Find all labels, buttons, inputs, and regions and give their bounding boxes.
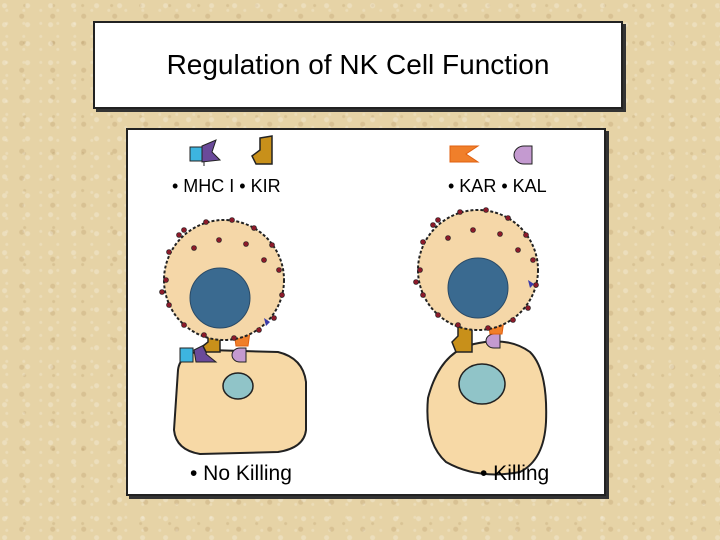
outcome-killing: • Killing: [480, 462, 550, 485]
nk-cell-left: [159, 217, 285, 341]
legend-right-label: • KAR • KAL: [448, 176, 547, 196]
legend-kar-icon: [449, 145, 480, 163]
legend-kal-icon: [513, 145, 533, 165]
slide-title: Regulation of NK Cell Function: [166, 49, 550, 80]
nk-cell-right: [413, 207, 539, 331]
diagram-panel: • MHC I • KIR • KAR • KAL • No Killing •…: [126, 128, 606, 496]
legend-kir-icon: [251, 135, 273, 165]
legend-left-label: • MHC I • KIR: [172, 176, 281, 196]
title-box: Regulation of NK Cell Function: [93, 21, 623, 109]
legend-mhc-icon: [189, 139, 222, 166]
outcome-no-killing: • No Killing: [190, 462, 292, 485]
nk-diagram: [159, 135, 548, 476]
target-cell-right: [426, 340, 548, 476]
target-cell-left: [172, 348, 307, 456]
